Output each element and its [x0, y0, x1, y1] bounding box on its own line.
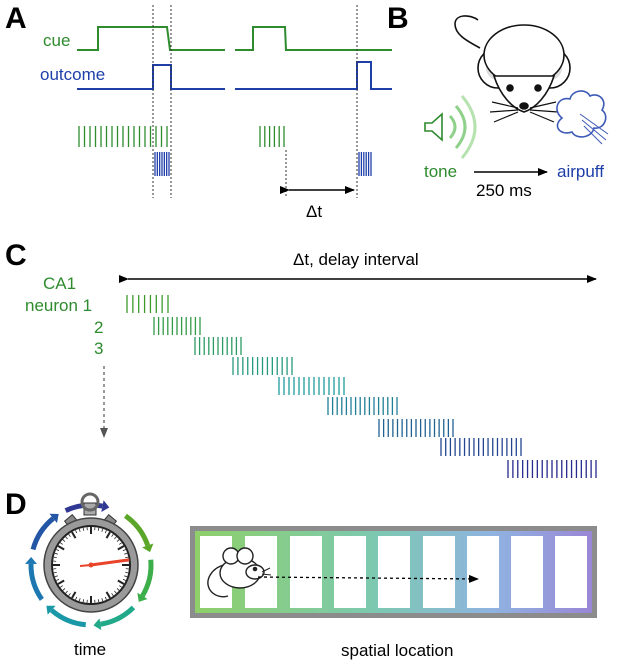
panel-c: C Δt, delay interval CA1 neuron 1 2 3 — [5, 239, 597, 478]
cycle-arrow-head — [137, 592, 148, 602]
cycle-arrow-segment — [99, 605, 136, 627]
cycle-arrow-segment — [28, 563, 44, 601]
outcome-trace-trial-2 — [235, 61, 392, 90]
outcome-trace-trial-1 — [77, 64, 225, 90]
time-cycle-arrows-icon — [25, 500, 154, 631]
cycle-arrow-segment — [140, 559, 154, 598]
neuron-1-label: neuron 1 — [25, 296, 92, 315]
track-window — [423, 536, 455, 608]
track-window — [467, 536, 499, 608]
track-window — [555, 536, 587, 608]
outcome-label: outcome — [40, 65, 105, 84]
track-window — [511, 536, 543, 608]
outcome-spike-raster-1 — [154, 152, 170, 176]
spatial-location-label: spatial location — [341, 641, 453, 660]
panel-a: A cue outcome Δt — [5, 2, 392, 221]
cycle-arrow-head — [25, 556, 38, 565]
outcome-spike-raster-2 — [358, 152, 372, 176]
cue-trace-trial-1 — [77, 26, 225, 51]
cycle-arrow-head — [46, 605, 56, 615]
cycle-arrow-head — [142, 543, 154, 553]
delta-t-label: Δt — [306, 202, 322, 221]
track-window — [290, 536, 322, 608]
delay-interval-label: Δt, delay interval — [293, 250, 419, 269]
cue-spike-raster-2 — [259, 126, 285, 147]
sequence-rasters — [126, 295, 597, 478]
cycle-arrow-head — [101, 500, 110, 512]
cue-label: cue — [43, 31, 70, 50]
cycle-arrow-segment — [123, 513, 151, 547]
ca1-label: CA1 — [43, 274, 76, 293]
cycle-arrow-segment — [49, 608, 87, 628]
spatial-track — [190, 526, 597, 618]
neuron-3-label: 3 — [94, 339, 103, 358]
cue-trace-trial-2 — [235, 26, 392, 51]
interval-250ms-label: 250 ms — [476, 181, 532, 200]
airpuff-label: airpuff — [557, 162, 604, 181]
time-label: time — [74, 640, 106, 659]
track-window — [378, 536, 410, 608]
panel-letter-c: C — [5, 239, 27, 272]
panel-d: D time — [5, 488, 597, 660]
panel-letter-a: A — [5, 2, 27, 35]
neuron-2-label: 2 — [94, 318, 103, 337]
speaker-icon — [424, 95, 477, 159]
panel-letter-b: B — [387, 2, 409, 35]
mouse-on-track-icon — [207, 547, 272, 598]
mouse-icon — [454, 15, 571, 123]
track-window — [334, 536, 366, 608]
tone-label: tone — [424, 162, 457, 181]
stopwatch-icon — [43, 492, 139, 613]
cue-spike-raster-1 — [78, 126, 168, 147]
cycle-arrow-head — [93, 618, 102, 631]
trajectory-arrow — [257, 574, 479, 583]
panel-b: B tone — [387, 2, 609, 200]
panel-letter-d: D — [5, 488, 27, 521]
airpuff-cloud-icon — [556, 90, 609, 145]
cycle-arrow-segment — [30, 516, 55, 551]
cycle-arrow-head — [49, 513, 59, 524]
